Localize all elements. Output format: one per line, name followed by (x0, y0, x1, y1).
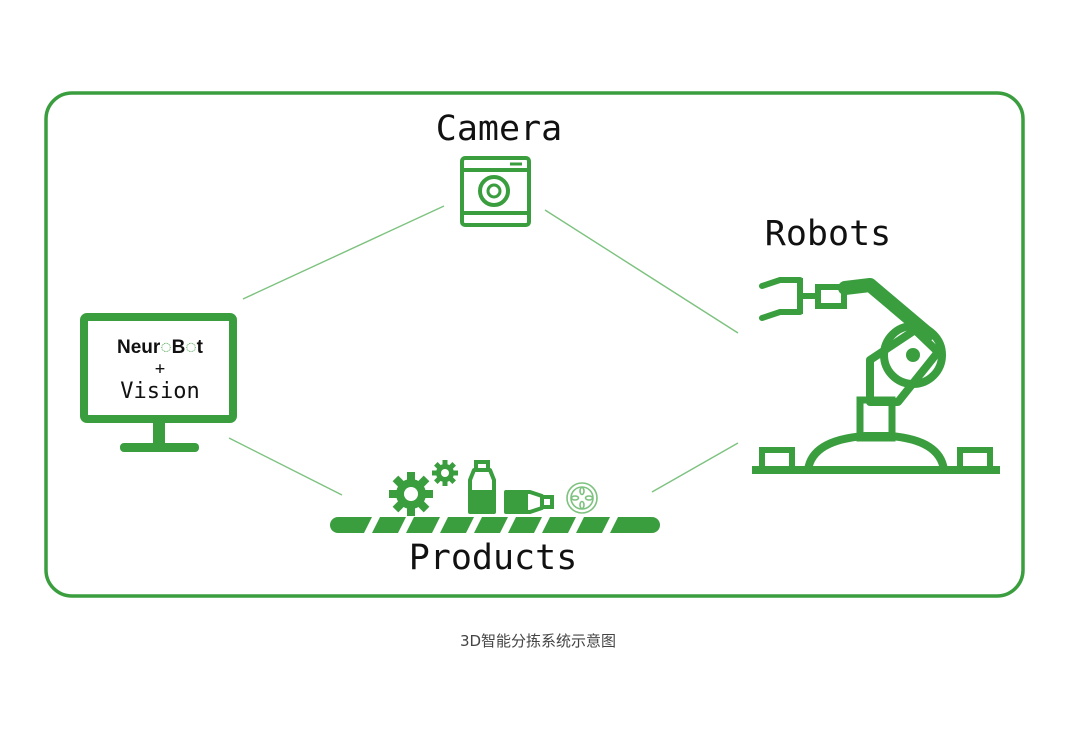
small-gear-icon (432, 460, 458, 486)
gear-icon (389, 472, 433, 516)
bottle-icon (468, 460, 496, 514)
connector-vision-products (228, 437, 343, 496)
figure-caption: 3D智能分拣系统示意图 (459, 632, 617, 650)
robots-label: Robots (765, 214, 891, 254)
connectors (228, 205, 739, 496)
connector-products-robots (651, 442, 739, 493)
connector-camera-robots (544, 209, 739, 334)
vision-label: Vision (120, 379, 199, 404)
logo-part-neur: Neur (117, 337, 161, 358)
camera-icon (460, 156, 531, 227)
neurobot-logo: Neur◌B◌t (117, 337, 204, 358)
camera-label: Camera (436, 109, 562, 149)
monitor-icon (80, 313, 237, 452)
diagram-frame (44, 91, 1025, 598)
lying-bottle-icon (504, 490, 554, 514)
plus-sign: + (155, 359, 165, 379)
product-items (389, 460, 598, 516)
connector-vision-camera (242, 205, 445, 300)
slice-icon (566, 482, 598, 514)
logo-part-b: B (172, 337, 186, 358)
robotic-arm-icon (752, 277, 1000, 474)
products-label: Products (409, 538, 578, 578)
logo-part-t: t (197, 337, 204, 358)
conveyor-belt-icon (330, 517, 660, 533)
